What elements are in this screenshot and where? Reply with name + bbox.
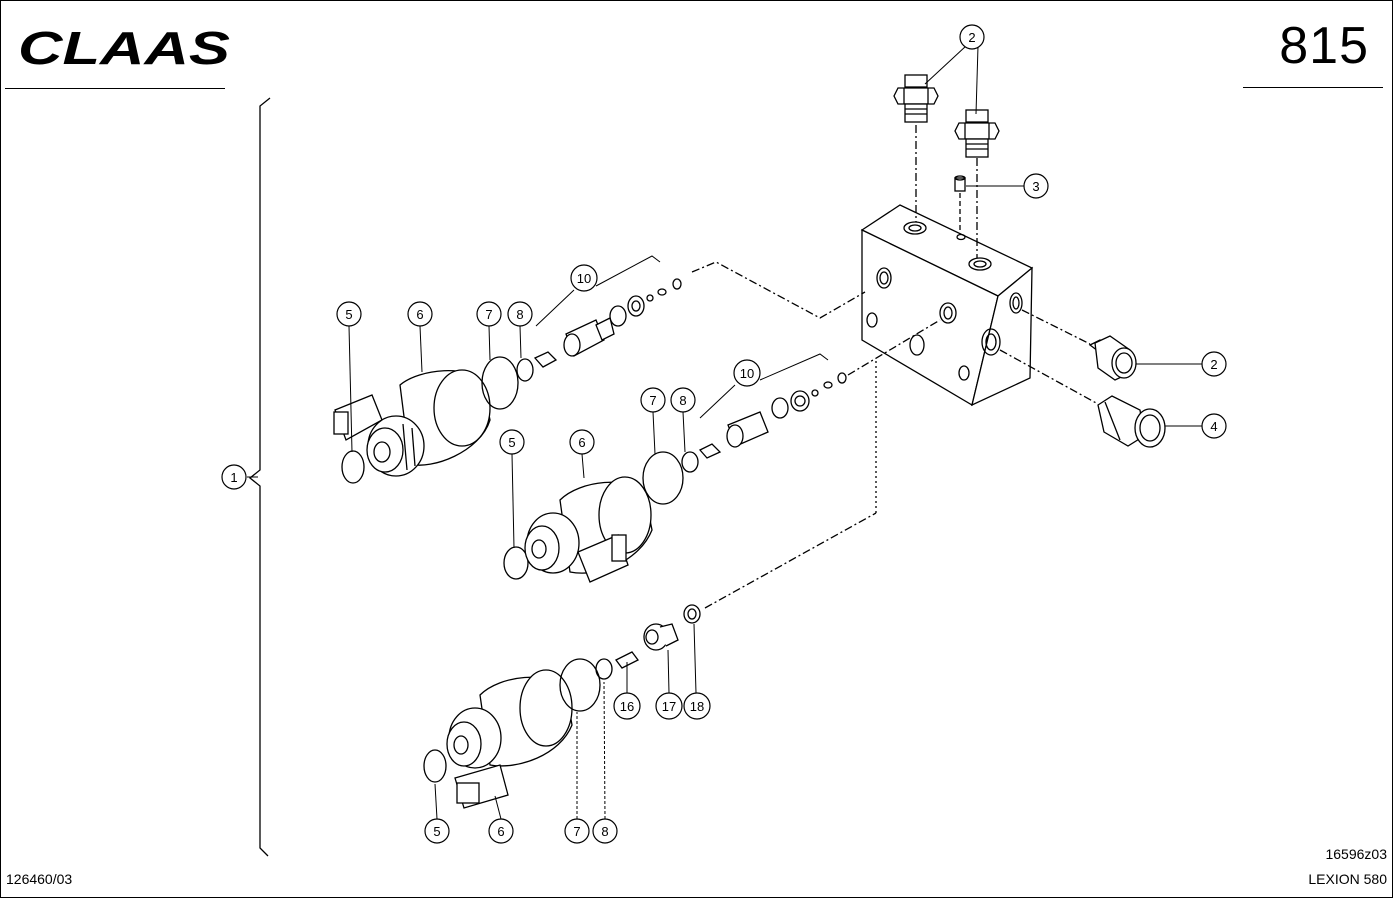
callout-6-lower: 6: [488, 818, 514, 844]
svg-text:7: 7: [573, 824, 580, 839]
callout-6-middle: 6: [569, 429, 595, 455]
valve-block: [860, 204, 1034, 407]
svg-text:7: 7: [649, 393, 656, 408]
fitting-top-left: [893, 74, 939, 123]
header-rule-left: [5, 88, 225, 89]
callout-6-upper: 6: [407, 301, 433, 327]
callout-8-middle: 8: [670, 387, 696, 413]
svg-text:5: 5: [345, 307, 352, 322]
svg-text:10: 10: [740, 366, 754, 381]
callout-17: 17: [655, 692, 683, 720]
callout-4: 4: [1201, 413, 1227, 439]
callout-7-upper: 7: [476, 301, 502, 327]
svg-text:6: 6: [497, 824, 504, 839]
svg-text:7: 7: [485, 307, 492, 322]
solenoid-assembly-middle: [503, 319, 941, 583]
fitting-top-right: [954, 109, 1000, 158]
callout-5-middle: 5: [499, 429, 525, 455]
plug-item-3: [954, 175, 966, 192]
svg-text:8: 8: [679, 393, 686, 408]
svg-text:3: 3: [1032, 179, 1039, 194]
callout-5-upper: 5: [336, 301, 362, 327]
callout-8-upper: 8: [507, 301, 533, 327]
header-rule-right: [1243, 87, 1383, 88]
callout-16: 16: [613, 692, 641, 720]
fitting-right-item-4: [1097, 395, 1166, 448]
callout-10-upper: 10: [570, 264, 598, 292]
svg-text:2: 2: [968, 30, 975, 45]
page-number: 815: [1279, 17, 1369, 75]
svg-text:17: 17: [662, 699, 676, 714]
group-bracket: [248, 97, 271, 857]
svg-text:8: 8: [601, 824, 608, 839]
callout-8-lower: 8: [592, 818, 618, 844]
solenoid-assembly-upper: [333, 261, 866, 484]
svg-text:2: 2: [1210, 357, 1217, 372]
callout-2-right: 2: [1201, 351, 1227, 377]
callout-10-middle: 10: [733, 359, 761, 387]
callout-18: 18: [683, 692, 711, 720]
svg-text:5: 5: [433, 824, 440, 839]
document-reference: 126460/03: [6, 871, 73, 887]
callout-7-lower: 7: [564, 818, 590, 844]
svg-text:4: 4: [1210, 419, 1217, 434]
svg-text:8: 8: [516, 307, 523, 322]
callout-7-middle: 7: [640, 387, 666, 413]
brand-wordmark: CLAAS: [18, 28, 230, 68]
svg-text:6: 6: [578, 435, 585, 450]
drawing-number: 16596z03: [1325, 846, 1387, 862]
svg-text:10: 10: [577, 271, 591, 286]
leader-lines: [247, 45, 1202, 820]
svg-text:16: 16: [620, 699, 634, 714]
callout-1: 1: [221, 464, 247, 490]
svg-text:1: 1: [230, 470, 237, 485]
callout-5-lower: 5: [424, 818, 450, 844]
svg-text:5: 5: [508, 435, 515, 450]
fitting-right-item-2: [1088, 335, 1137, 381]
callout-2-top: 2: [959, 24, 985, 50]
solenoid-assembly-lower: [423, 360, 877, 809]
svg-text:6: 6: [416, 307, 423, 322]
machine-model: LEXION 580: [1308, 871, 1387, 887]
svg-text:18: 18: [690, 699, 704, 714]
claas-logo: CLAAS: [18, 28, 230, 68]
callout-3: 3: [1023, 173, 1049, 199]
